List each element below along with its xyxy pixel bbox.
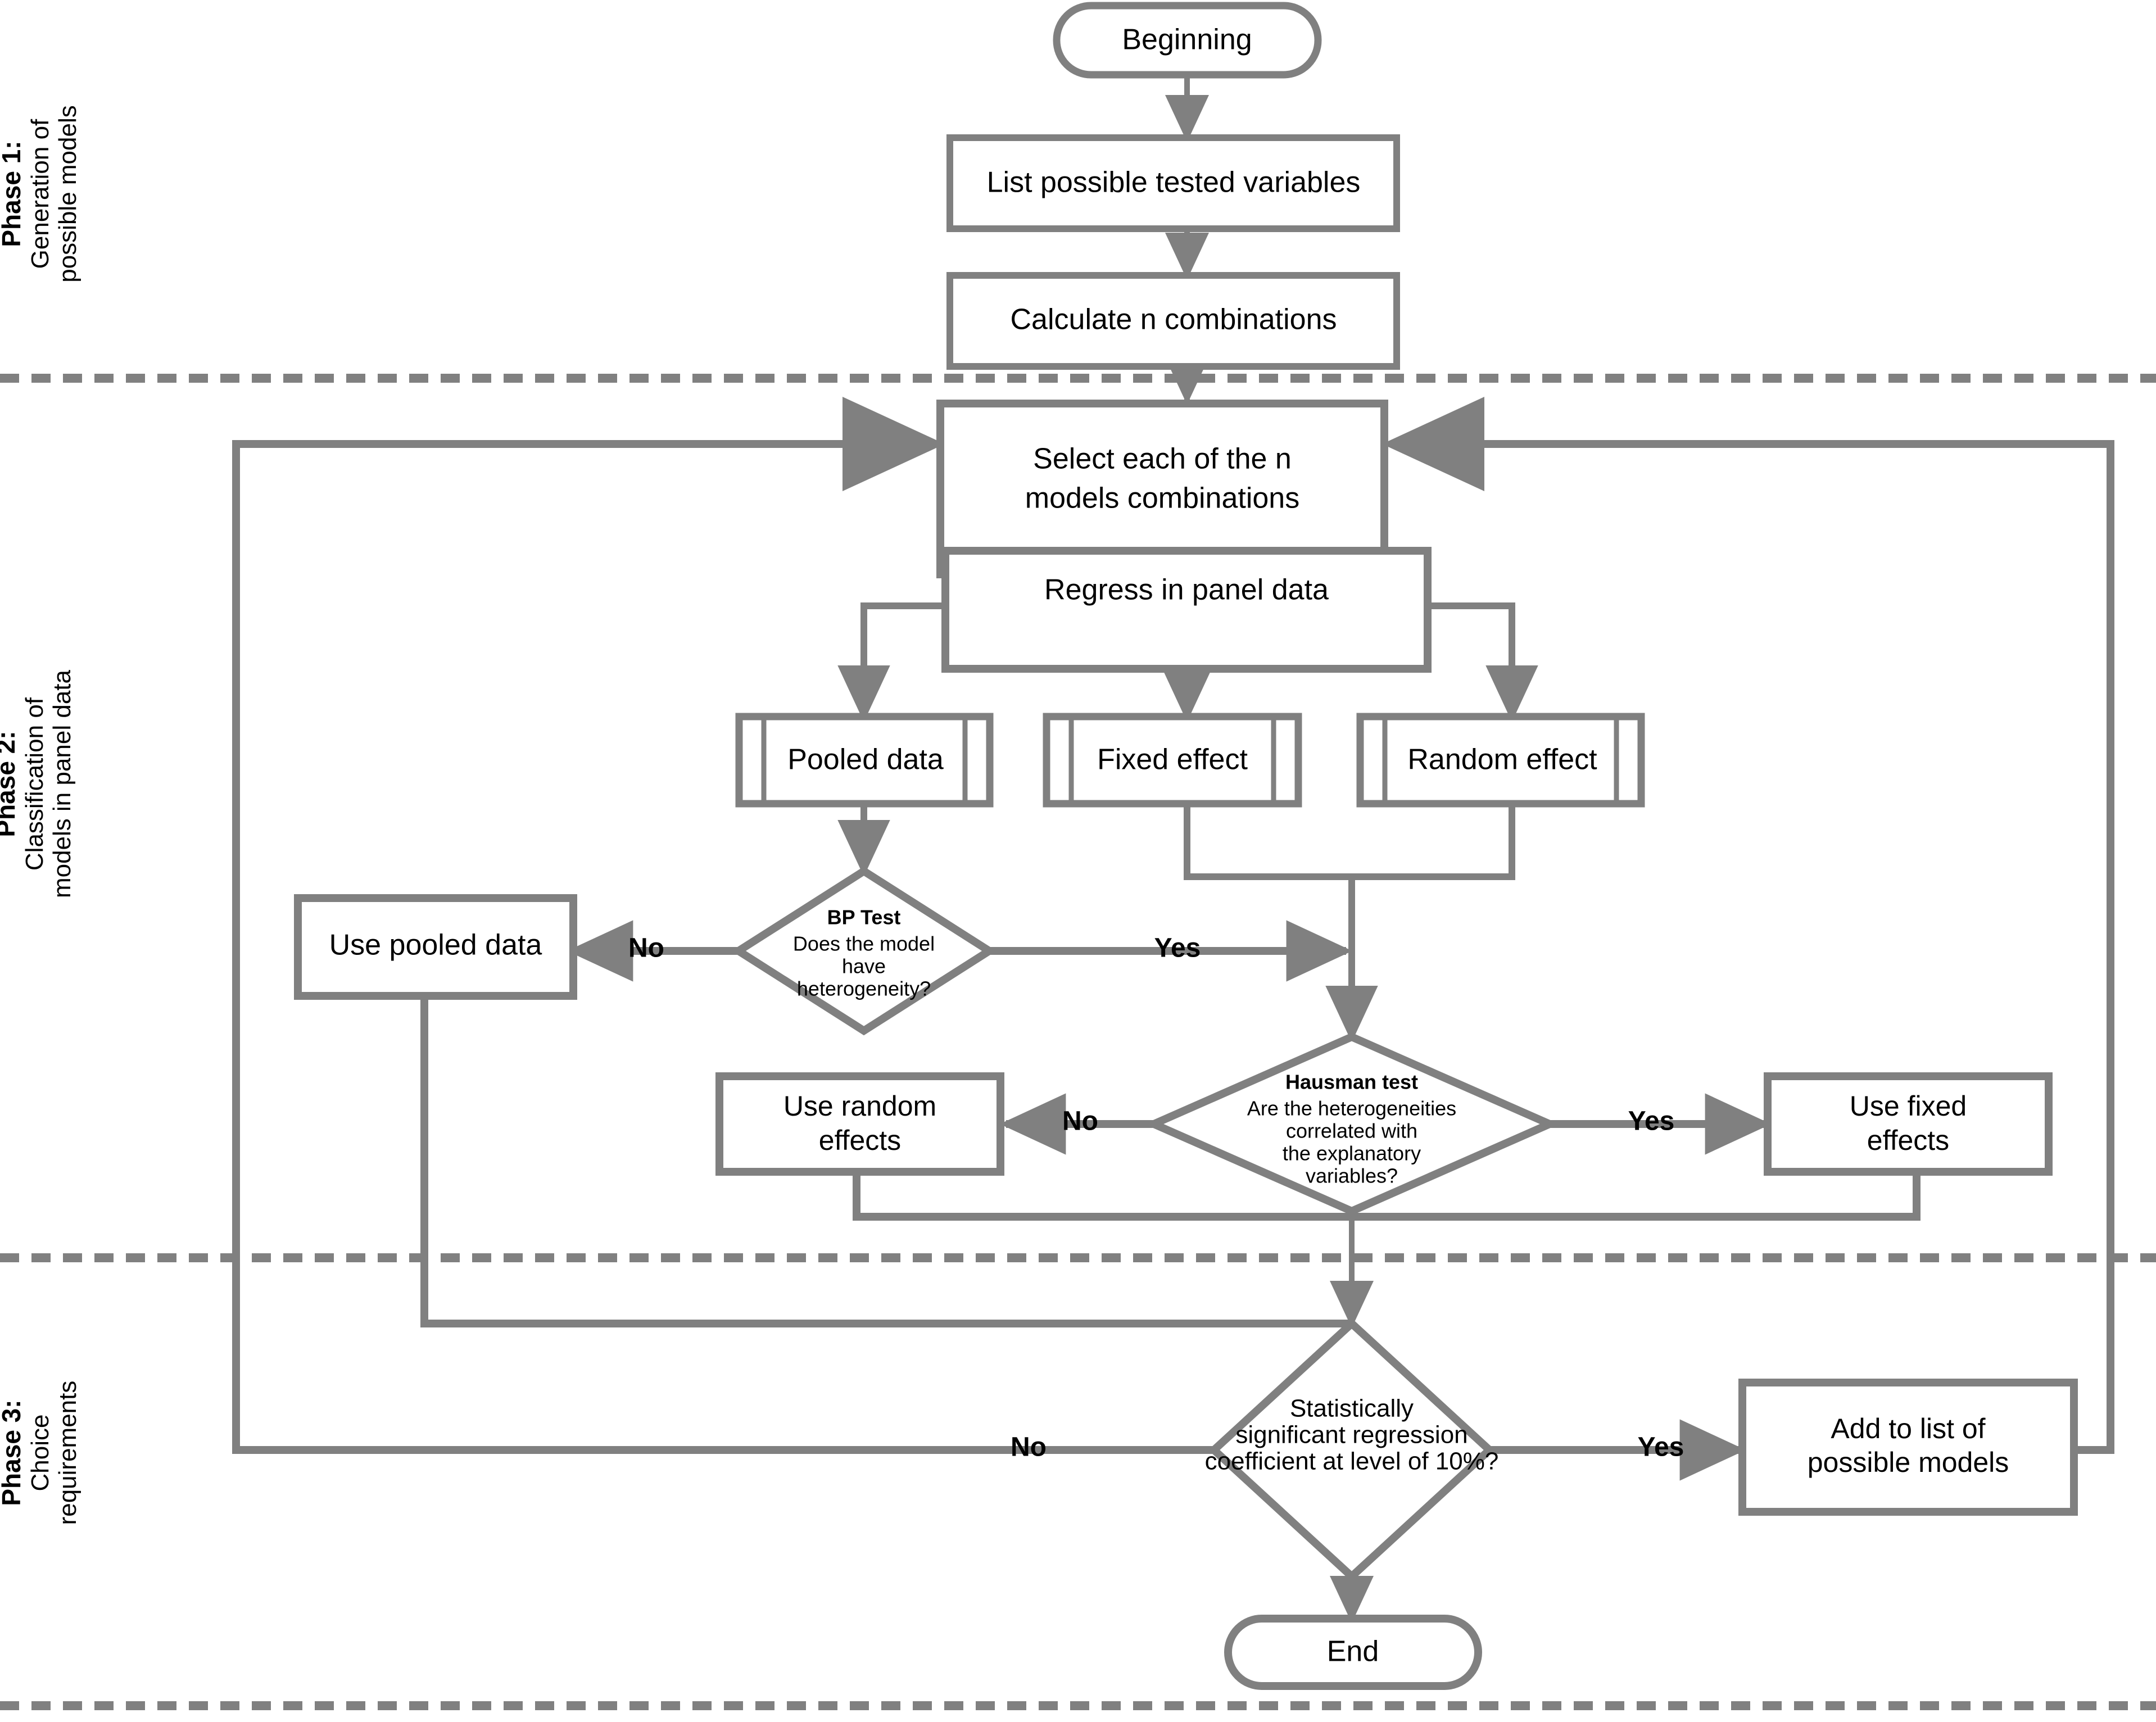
node-fixed-effect[interactable]: Fixed effect [1043,713,1302,808]
node-add-to-list-label-1: Add to list of [1831,1413,1985,1444]
node-significance-test-line3: coefficient at level of 10%? [1205,1448,1499,1475]
node-select-models-label-1: Select each of the n [1033,443,1292,475]
node-use-fixed-effects-label-2: effects [1867,1125,1949,1156]
node-fixed-effect-label: Fixed effect [1097,744,1248,776]
edge-regress-to-pooled [837,602,945,722]
node-calculate-combinations-label: Calculate n combinations [1011,303,1337,336]
node-significance-test-line1: Statistically [1290,1395,1414,1422]
edge-addlist-loop [1382,397,2114,1454]
edge-regress-to-random [1428,602,1538,722]
node-bp-test-line3: heterogeneity? [797,977,931,1000]
node-add-to-list[interactable]: Add to list of possible models [1738,1379,2078,1516]
node-select-models-label-2: models combinations [1025,482,1299,515]
node-beginning-label: Beginning [1122,24,1252,56]
node-hausman-test-line4: variables? [1306,1164,1398,1188]
node-use-fixed-effects-label-1: Use fixed [1850,1090,1967,1122]
node-pooled-data-label: Pooled data [787,744,944,776]
node-use-pooled-data[interactable]: Use pooled data [294,894,577,1000]
node-hausman-test-line2: correlated with [1286,1120,1417,1143]
node-select-models[interactable]: Select each of the n models combinations [936,400,1388,578]
node-end-label: End [1327,1635,1379,1668]
node-end[interactable]: End [1224,1615,1482,1690]
node-significance-test-line2: significant regression [1235,1421,1467,1449]
node-bp-test-line1: Does the model [793,932,935,955]
node-hausman-test-line1: Are the heterogeneities [1247,1097,1456,1120]
node-hausman-test-title: Hausman test [1285,1071,1418,1094]
node-significance-test[interactable]: Statistically significant regression coe… [1205,1318,1499,1582]
node-random-effect-label: Random effect [1407,744,1597,776]
node-list-variables-label: List possible tested variables [987,166,1361,199]
edge-label-sig-yes: Yes [1638,1433,1684,1462]
node-use-pooled-data-label: Use pooled data [329,929,542,962]
node-bp-test-title: BP Test [827,906,901,929]
node-bp-test-line2: have [842,955,886,978]
edge-significance-no-loop [232,397,1217,1454]
edge-usepooled-to-significance [420,996,1349,1327]
edge-label-bp-yes: Yes [1154,933,1201,963]
edge-userandom-to-join [853,1169,1921,1221]
node-pooled-data[interactable]: Pooled data [735,713,994,808]
node-hausman-test-line3: the explanatory [1283,1142,1421,1165]
node-regress-panel-label: Regress in panel data [1044,574,1329,606]
edge-label-hausman-yes: Yes [1628,1107,1675,1136]
node-use-fixed-effects[interactable]: Use fixed effects [1764,1072,2053,1176]
node-beginning[interactable]: Beginning [1053,2,1322,79]
edge-label-sig-no: No [1011,1433,1047,1462]
node-hausman-test[interactable]: Hausman test Are the heterogeneities cor… [1144,1032,1560,1216]
edge-label-bp-no: No [628,933,664,963]
node-random-effect[interactable]: Random effect [1356,713,1645,808]
node-add-to-list-label-2: possible models [1808,1447,2009,1478]
node-calculate-combinations[interactable]: Calculate n combinations [946,272,1400,370]
edge-fixed-random-merge [1184,804,1515,880]
node-bp-test[interactable]: BP Test Does the model have heterogeneit… [731,866,997,1036]
node-regress-panel[interactable]: Regress in panel data [941,547,1432,673]
node-use-random-effects[interactable]: Use random effects [715,1072,1004,1176]
edge-label-hausman-no: No [1062,1107,1098,1136]
node-use-random-effects-label-2: effects [819,1125,901,1156]
node-use-random-effects-label-1: Use random [783,1090,936,1122]
node-list-variables[interactable]: List possible tested variables [946,134,1400,232]
